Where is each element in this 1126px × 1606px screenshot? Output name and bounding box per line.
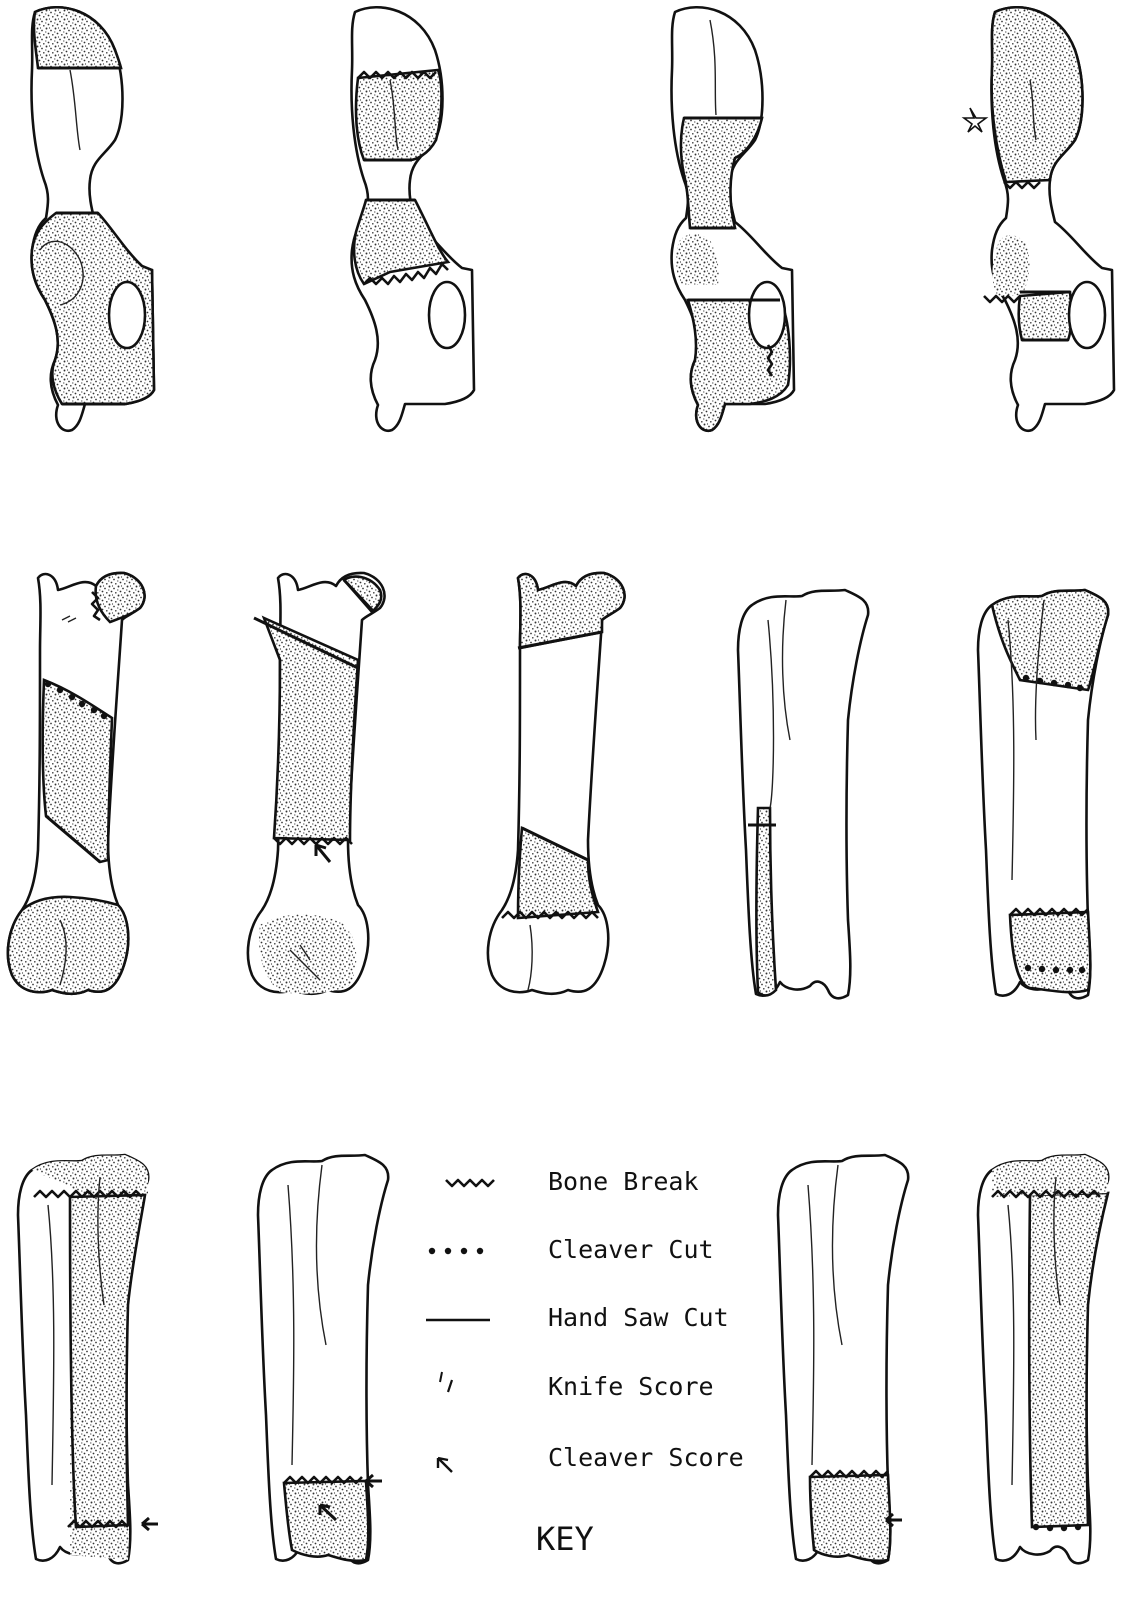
cleaver-cut-symbol xyxy=(429,1248,483,1254)
key-label-cleaver-cut: Cleaver Cut xyxy=(548,1235,714,1264)
pelvis-diagram-2 xyxy=(352,7,475,431)
pelvis-diagram-3 xyxy=(672,7,795,431)
tibia-diagram-4 xyxy=(258,1155,388,1563)
femur-diagram-2 xyxy=(248,573,385,994)
femur-diagram-3 xyxy=(488,573,625,994)
key-label-cleaver-score: Cleaver Score xyxy=(548,1443,744,1472)
key-label-knife-score: Knife Score xyxy=(548,1372,714,1401)
key-label-bone-break: Bone Break xyxy=(548,1167,699,1196)
key-title: KEY xyxy=(536,1520,594,1558)
bone-break-symbol xyxy=(446,1180,494,1186)
key-label-hand-saw-cut: Hand Saw Cut xyxy=(548,1303,729,1332)
knife-score-symbol xyxy=(440,1372,452,1392)
tibia-diagram-3 xyxy=(18,1155,158,1563)
cleaver-score-symbol xyxy=(438,1458,452,1472)
pelvis-diagram-4 xyxy=(964,7,1114,431)
tibia-diagram-6 xyxy=(978,1155,1108,1563)
tibia-diagram-2 xyxy=(978,590,1108,998)
tibia-diagram-1 xyxy=(738,590,868,998)
tibia-diagram-5 xyxy=(778,1155,908,1563)
pelvis-diagram-1 xyxy=(32,7,155,431)
key-legend: Bone Break Cleaver Cut Hand Saw Cut Knif… xyxy=(426,1167,744,1558)
femur-diagram-1 xyxy=(8,573,145,994)
